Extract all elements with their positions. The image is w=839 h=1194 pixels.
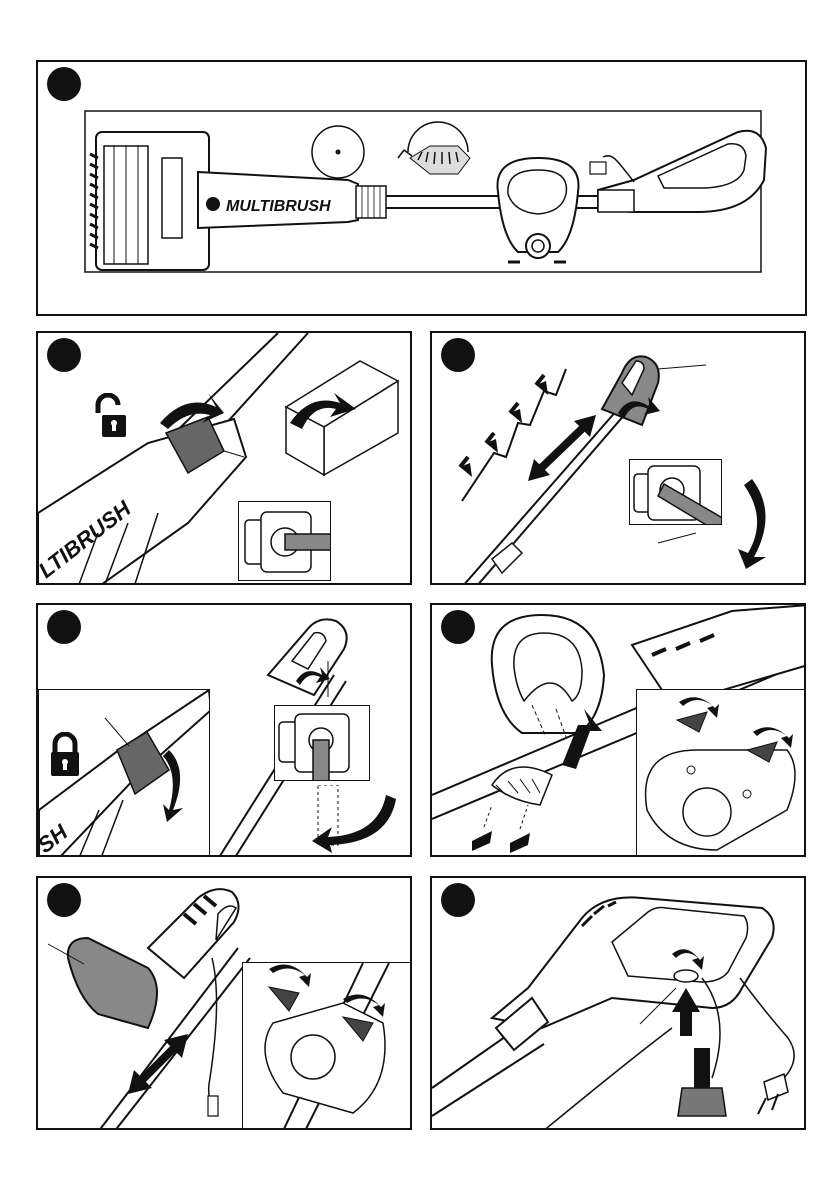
inset-pivot-detail <box>274 705 370 781</box>
double-arrow-icon <box>128 1034 188 1094</box>
rear-handle <box>602 356 659 425</box>
panel-connect-cable <box>430 876 806 1130</box>
swing-arrow-icon <box>308 785 398 855</box>
panel-unlock: LTIBRUSH <box>36 331 412 585</box>
panel-overview: MULTIBRUSH <box>36 60 807 316</box>
brand-label: MULTIBRUSH <box>226 198 331 215</box>
rotate-arrow-icon <box>269 965 311 988</box>
d-handle <box>68 938 157 1028</box>
unlock-padlock-icon <box>88 393 128 443</box>
double-arrow-icon <box>528 415 596 481</box>
lock-padlock-icon <box>47 732 83 782</box>
panel-extend <box>430 331 806 585</box>
d-handle <box>498 158 579 262</box>
inset-collar-detail: SH <box>38 689 210 857</box>
connect-cable-illustration <box>432 878 806 1130</box>
step-number-badge <box>47 338 81 372</box>
roller-brush-accessory <box>312 126 364 178</box>
panel-lock: SH <box>36 603 412 857</box>
rotate-arrow-icon <box>156 389 226 433</box>
panel-attach-handle <box>430 603 806 857</box>
plug-icon <box>740 978 794 1114</box>
brush-head <box>90 132 209 270</box>
inset-knob-detail <box>242 962 412 1130</box>
inset-fold-detail <box>629 459 722 525</box>
wire-brush-accessory <box>398 122 470 174</box>
inset-screw-detail <box>636 689 806 857</box>
packaging-box-illustration <box>270 353 404 477</box>
overview-illustration: MULTIBRUSH <box>38 62 807 316</box>
motor-body: MULTIBRUSH <box>198 172 386 228</box>
swing-arrow-icon <box>732 473 792 569</box>
thumb-screw-icons <box>472 805 530 853</box>
rotate-arrow-icon <box>163 750 183 822</box>
panel-adjust-handle <box>36 876 412 1130</box>
rear-handle <box>590 131 766 212</box>
inset-lock-detail <box>238 501 331 581</box>
